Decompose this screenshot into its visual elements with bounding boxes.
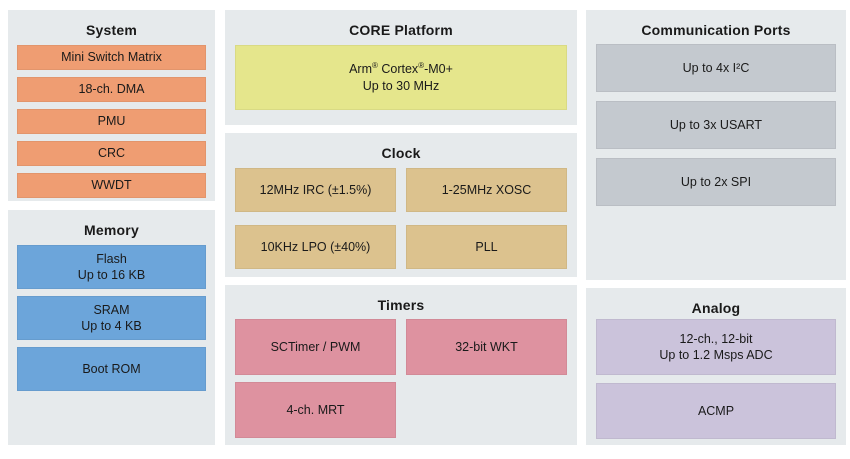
- block-sram: SRAM Up to 4 KB: [17, 296, 206, 340]
- block-mrt: 4-ch. MRT: [235, 382, 396, 438]
- memory-blocks: Flash Up to 16 KB SRAM Up to 4 KB Boot R…: [17, 245, 206, 391]
- block-boot-rom: Boot ROM: [17, 347, 206, 391]
- block-mini-switch-matrix: Mini Switch Matrix: [17, 45, 206, 70]
- block-label: Up to 3x USART: [669, 117, 763, 132]
- block-sctimer-pwm: SCTimer / PWM: [235, 319, 396, 375]
- core-blocks: Arm® Cortex®-M0+ Up to 30 MHz: [235, 45, 567, 110]
- panel-memory: Memory Flash Up to 16 KB SRAM Up to 4 KB…: [8, 210, 215, 445]
- analog-blocks: 12-ch., 12-bit Up to 1.2 Msps ADC ACMP: [596, 319, 836, 439]
- system-blocks: Mini Switch Matrix 18-ch. DMA PMU CRC WW…: [17, 45, 206, 198]
- block-label-line2: Up to 1.2 Msps ADC: [659, 348, 773, 362]
- block-label: PMU: [97, 114, 126, 129]
- panel-timers: Timers SCTimer / PWM 32-bit WKT 4-ch. MR…: [225, 285, 577, 445]
- block-crc: CRC: [17, 141, 206, 166]
- block-pmu: PMU: [17, 109, 206, 134]
- block-xosc: 1-25MHz XOSC: [406, 168, 567, 212]
- block-adc: 12-ch., 12-bit Up to 1.2 Msps ADC: [596, 319, 836, 375]
- cpu-family: Cortex: [377, 62, 419, 77]
- block-irc: 12MHz IRC (±1.5%): [235, 168, 396, 212]
- block-label: 4-ch. MRT: [286, 402, 345, 417]
- block-i2c: Up to 4x I²C: [596, 44, 836, 92]
- registered-mark-icon: ®: [418, 61, 425, 71]
- registered-mark-icon: ®: [371, 61, 378, 71]
- block-label: ACMP: [697, 403, 735, 418]
- block-label: 12MHz IRC (±1.5%): [259, 182, 372, 197]
- block-usart: Up to 3x USART: [596, 101, 836, 149]
- block-label: WWDT: [91, 178, 132, 193]
- communication-ports-title: Communication Ports: [641, 22, 791, 38]
- block-acmp: ACMP: [596, 383, 836, 439]
- core-platform-title: CORE Platform: [349, 22, 453, 38]
- block-wwdt: WWDT: [17, 173, 206, 198]
- comm-blocks: Up to 4x I²C Up to 3x USART Up to 2x SPI: [596, 44, 836, 206]
- block-spi: Up to 2x SPI: [596, 158, 836, 206]
- cpu-speed-line: Up to 30 MHz: [362, 78, 440, 93]
- block-label-line1: Flash: [96, 251, 127, 266]
- block-label: PLL: [475, 239, 498, 254]
- block-label-line1: SRAM: [93, 302, 130, 317]
- timers-title: Timers: [377, 297, 425, 313]
- block-arm-cortex-m0plus: Arm® Cortex®-M0+ Up to 30 MHz: [235, 45, 567, 110]
- block-label-line2: Up to 16 KB: [77, 268, 146, 282]
- block-label: 32-bit WKT: [455, 339, 518, 354]
- block-label: 10KHz LPO (±40%): [260, 239, 371, 254]
- cpu-name-line: Arm® Cortex®-M0+: [349, 61, 453, 77]
- cpu-brand: Arm: [349, 62, 372, 77]
- system-title: System: [85, 22, 137, 38]
- analog-title: Analog: [691, 300, 741, 316]
- block-label: Mini Switch Matrix: [61, 50, 162, 65]
- block-label: Boot ROM: [82, 361, 141, 376]
- block-pll: PLL: [406, 225, 567, 269]
- clock-blocks: 12MHz IRC (±1.5%) 1-25MHz XOSC 10KHz LPO…: [235, 168, 567, 269]
- memory-title: Memory: [84, 222, 139, 238]
- block-label: SCTimer / PWM: [270, 339, 361, 354]
- cpu-model: -M0+: [424, 62, 453, 77]
- block-label-line2: Up to 4 KB: [81, 319, 142, 333]
- block-label: 18-ch. DMA: [78, 82, 145, 97]
- panel-communication-ports: Communication Ports Up to 4x I²C Up to 3…: [586, 10, 846, 280]
- panel-system: System Mini Switch Matrix 18-ch. DMA PMU…: [8, 10, 215, 201]
- block-dma: 18-ch. DMA: [17, 77, 206, 102]
- block-label-line1: 12-ch., 12-bit: [679, 331, 753, 346]
- block-wkt: 32-bit WKT: [406, 319, 567, 375]
- block-label: 1-25MHz XOSC: [441, 182, 532, 197]
- clock-title: Clock: [381, 145, 421, 161]
- block-label: CRC: [97, 146, 126, 161]
- timers-blocks: SCTimer / PWM 32-bit WKT 4-ch. MRT: [235, 319, 567, 438]
- block-label: Up to 2x SPI: [680, 174, 752, 189]
- block-label: Up to 4x I²C: [682, 60, 750, 75]
- panel-core-platform: CORE Platform Arm® Cortex®-M0+ Up to 30 …: [225, 10, 577, 125]
- block-flash: Flash Up to 16 KB: [17, 245, 206, 289]
- panel-clock: Clock 12MHz IRC (±1.5%) 1-25MHz XOSC 10K…: [225, 133, 577, 277]
- panel-analog: Analog 12-ch., 12-bit Up to 1.2 Msps ADC…: [586, 288, 846, 445]
- block-lpo: 10KHz LPO (±40%): [235, 225, 396, 269]
